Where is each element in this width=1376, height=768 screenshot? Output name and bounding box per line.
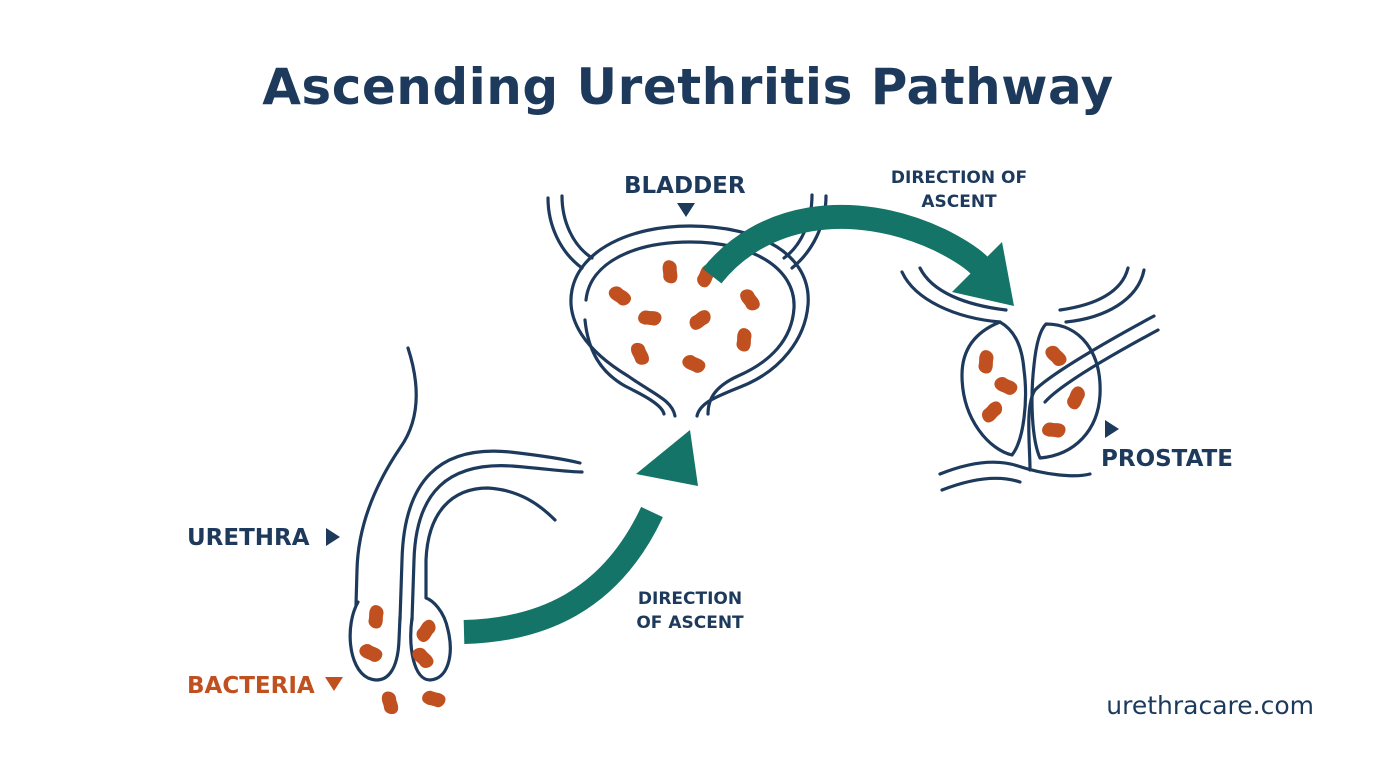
bacterium-icon [1061, 383, 1091, 412]
prostate-duct-right-inner [1058, 266, 1130, 312]
bacterium-icon [606, 281, 634, 310]
bacterium-icon [419, 684, 449, 713]
bacterium-icon [687, 309, 713, 331]
bacteria-cluster-bladder [606, 258, 761, 379]
label-urethra: URETHRA [187, 525, 310, 551]
ureter-left-outer [546, 196, 584, 270]
bacterium-icon [412, 617, 441, 645]
bacterium-icon [972, 347, 1000, 376]
urethra-shaft-outline [354, 346, 418, 607]
footer-website: urethracare.com [1106, 691, 1314, 720]
bacterium-icon [379, 690, 401, 716]
prostate-urethra-line-2 [1043, 328, 1160, 404]
label-bacteria: BACTERIA [187, 673, 315, 699]
label-prostate: PROSTATE [1101, 446, 1233, 472]
ureter-right-outer [790, 194, 828, 270]
bacterium-icon [657, 258, 683, 286]
triangle-pointer-icon [325, 677, 343, 691]
bacterium-icon [679, 349, 708, 379]
triangle-pointer-icon [677, 203, 695, 217]
glans-left-outline [348, 600, 402, 682]
prostate-base-inner [940, 476, 1022, 492]
prostate-base-outer [938, 460, 1092, 478]
prostate-lobe-left [960, 320, 1028, 457]
ascent-arrow-upper [702, 204, 1014, 306]
urethra-organ [348, 346, 584, 682]
bladder-outer-wall [569, 224, 810, 418]
bacterium-icon [1043, 342, 1069, 370]
urethra-tube-wall-1 [398, 449, 582, 622]
triangle-pointer-icon [326, 528, 340, 546]
label-ascent-upper-1: DIRECTION OF [891, 168, 1027, 188]
ureter-left-inner [560, 194, 594, 260]
bacterium-icon [730, 325, 758, 354]
bacterium-icon [978, 399, 1006, 425]
arrowhead-icon [952, 242, 1014, 306]
prostate-urethra-line-1 [1027, 314, 1156, 472]
prostate-duct-left-inner [918, 266, 1008, 312]
bladder-organ [546, 193, 828, 418]
bacteria-cluster-urethra [356, 602, 449, 716]
arrowhead-icon [636, 430, 698, 486]
urethra-tube-wall-2 [410, 464, 584, 622]
glans-right-outline [409, 486, 557, 682]
ascent-arrow-lower [463, 430, 698, 644]
prostate-organ [900, 266, 1160, 492]
label-bladder: BLADDER [624, 173, 746, 199]
prostate-duct-left-outer [900, 270, 1002, 324]
bladder-inner-wall [583, 318, 666, 416]
bacterium-icon [356, 638, 385, 668]
label-ascent-lower-1: DIRECTION [638, 589, 742, 609]
bladder-inner-wall-2 [584, 240, 796, 416]
prostate-lobe-right [1030, 322, 1102, 460]
page-title: Ascending Urethritis Pathway [262, 58, 1114, 116]
triangle-pointer-icon [1105, 420, 1119, 438]
bacterium-icon [1039, 416, 1068, 444]
bacterium-icon [362, 602, 390, 631]
bacterium-icon [631, 342, 649, 365]
label-ascent-lower-2: OF ASCENT [636, 613, 744, 633]
bacterium-icon [739, 287, 761, 313]
prostate-duct-right-outer [1064, 268, 1146, 324]
bacterium-icon [635, 304, 664, 332]
bacterium-icon [991, 371, 1020, 401]
label-ascent-upper-2: ASCENT [921, 192, 997, 212]
